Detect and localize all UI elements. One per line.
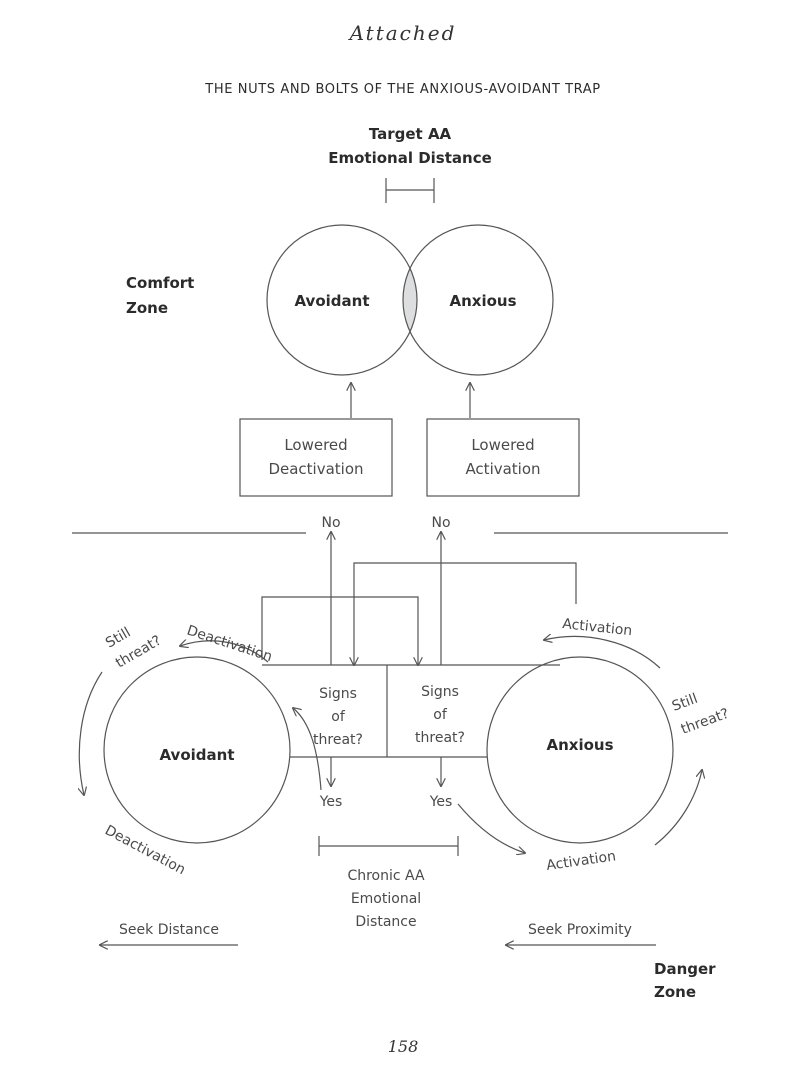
signs-of-threat-left-line2: of xyxy=(331,709,346,725)
no-label-left: No xyxy=(321,515,340,531)
lowered-activation-line2: Activation xyxy=(465,460,540,478)
seek-distance-label: Seek Distance xyxy=(119,922,219,938)
lowered-deactivation-box xyxy=(239,418,393,497)
yes-label-left: Yes xyxy=(319,794,343,810)
lowered-deactivation-line1: Lowered xyxy=(284,436,347,454)
target-label-line1: Target AA xyxy=(369,125,452,143)
danger-zone-label-line2: Zone xyxy=(654,983,696,1001)
target-distance-bracket xyxy=(385,178,435,203)
chronic-label-line1: Chronic AA xyxy=(347,868,425,884)
arc-still-threat-to-avoidant xyxy=(79,671,103,795)
anxious-circle-bottom xyxy=(486,656,674,844)
anxious-circle-top xyxy=(402,224,554,376)
arrow-yes-to-anxious xyxy=(457,803,525,853)
deactivation-label-bottom: Deactivation xyxy=(102,822,188,878)
loop-avoidant-to-right-box xyxy=(261,596,418,665)
signs-of-threat-right-line2: of xyxy=(433,707,448,723)
signs-of-threat-left-line3: threat? xyxy=(313,732,363,748)
lowered-activation-box xyxy=(426,418,580,497)
comfort-zone-label-line1: Comfort xyxy=(126,274,194,292)
comfort-zone-label-line2: Zone xyxy=(126,299,168,317)
arrow-yes-to-avoidant xyxy=(293,708,322,791)
activation-label-top: Activation xyxy=(562,616,633,639)
still-threat-right-line1: Still xyxy=(670,691,700,715)
book-title: Attached xyxy=(348,21,457,45)
danger-zone-label-line1: Danger xyxy=(654,960,716,978)
avoidant-circle-bottom xyxy=(103,656,291,844)
anxious-label-top: Anxious xyxy=(449,292,516,310)
signs-of-threat-left-line1: Signs xyxy=(319,686,357,702)
arc-deactivation-top xyxy=(180,641,269,663)
yes-label-right: Yes xyxy=(429,794,453,810)
seek-proximity-label: Seek Proximity xyxy=(528,922,632,938)
figure-title: THE NUTS AND BOLTS OF THE ANXIOUS-AVOIDA… xyxy=(204,82,600,97)
loop-anxious-to-left-box xyxy=(354,562,577,665)
avoidant-label-top: Avoidant xyxy=(294,292,369,310)
chronic-label-line3: Distance xyxy=(355,914,416,930)
anxious-label-bottom: Anxious xyxy=(546,736,613,754)
avoidant-circle-top xyxy=(266,224,418,376)
chronic-label-line2: Emotional xyxy=(351,891,421,907)
no-label-right: No xyxy=(431,515,450,531)
page-number: 158 xyxy=(388,1037,419,1056)
activation-label-bottom: Activation xyxy=(545,848,617,874)
target-label-line2: Emotional Distance xyxy=(328,149,492,167)
signs-of-threat-right-line1: Signs xyxy=(421,684,459,700)
arc-activation-bottom xyxy=(654,770,702,846)
chronic-distance-bracket xyxy=(318,836,459,856)
avoidant-label-bottom: Avoidant xyxy=(159,746,234,764)
arc-activation-top xyxy=(544,636,661,669)
signs-of-threat-right-line3: threat? xyxy=(415,730,465,746)
lowered-deactivation-line2: Deactivation xyxy=(268,460,363,478)
lowered-activation-line1: Lowered xyxy=(471,436,534,454)
deactivation-label-top: Deactivation xyxy=(185,623,274,666)
